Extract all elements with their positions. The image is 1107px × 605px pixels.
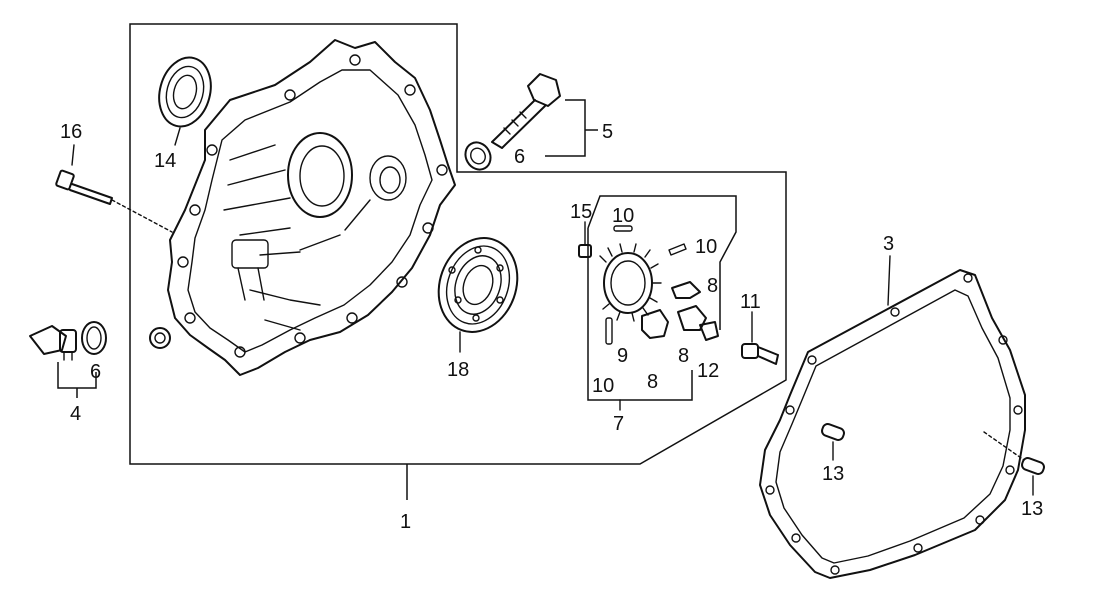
o-ring-6-top <box>464 141 492 171</box>
o-ring-6-left <box>81 321 107 355</box>
callout-5: 5 <box>602 121 613 143</box>
callout-7: 7 <box>613 413 624 435</box>
dowel-dash <box>983 431 1025 461</box>
oil-gauge-5 <box>491 73 561 149</box>
clip-12 <box>699 321 719 341</box>
assembly-7-boundary <box>587 195 737 401</box>
callout-18: 18 <box>447 359 469 381</box>
leader-3 <box>887 255 891 306</box>
assembly-1-boundary <box>129 23 787 465</box>
callout-11: 11 <box>740 291 761 313</box>
callout-10-mid: 10 <box>695 236 717 258</box>
bolt-11 <box>741 343 779 365</box>
callout-8-low: 8 <box>647 371 658 393</box>
callout-10-low: 10 <box>592 375 614 397</box>
callout-12: 12 <box>697 360 719 382</box>
callout-8-top: 8 <box>707 275 718 297</box>
weight-8-a <box>641 309 669 339</box>
leader-16-dash <box>111 199 173 233</box>
pin-10-c <box>613 225 633 232</box>
oil-filler-cap-4 <box>29 325 77 361</box>
crankcase-cover <box>149 39 456 376</box>
dowel-pin-13-a <box>821 423 845 441</box>
callout-15: 15 <box>570 201 592 223</box>
leader-14 <box>174 127 181 146</box>
callout-14: 14 <box>154 150 176 172</box>
dowel-pin-13-b <box>1021 457 1045 475</box>
holder-8-c <box>677 305 707 331</box>
oil-seal-14 <box>158 56 212 128</box>
governor-gear-9 <box>599 243 662 322</box>
bolt-16 <box>55 169 113 205</box>
bracket-4 <box>57 362 97 398</box>
ball-bearing-18 <box>437 237 519 333</box>
callout-6-top: 6 <box>514 146 525 168</box>
callout-13-a: 13 <box>822 463 844 485</box>
callout-3: 3 <box>883 233 894 255</box>
callout-9: 9 <box>617 345 628 367</box>
pin-10-a <box>605 317 613 345</box>
callout-6-left: 6 <box>90 361 101 383</box>
callout-8-mid: 8 <box>678 345 689 367</box>
bracket-5 <box>545 99 598 157</box>
callout-16: 16 <box>60 121 82 143</box>
pin-10-b <box>668 243 687 256</box>
callout-10-top: 10 <box>612 205 634 227</box>
callout-1: 1 <box>400 511 411 533</box>
callout-13-b: 13 <box>1021 498 1043 520</box>
washer-15 <box>578 244 592 258</box>
callout-4: 4 <box>70 403 81 425</box>
gasket-3 <box>759 269 1026 579</box>
weight-8-b <box>671 281 701 299</box>
leader-16 <box>71 144 75 166</box>
